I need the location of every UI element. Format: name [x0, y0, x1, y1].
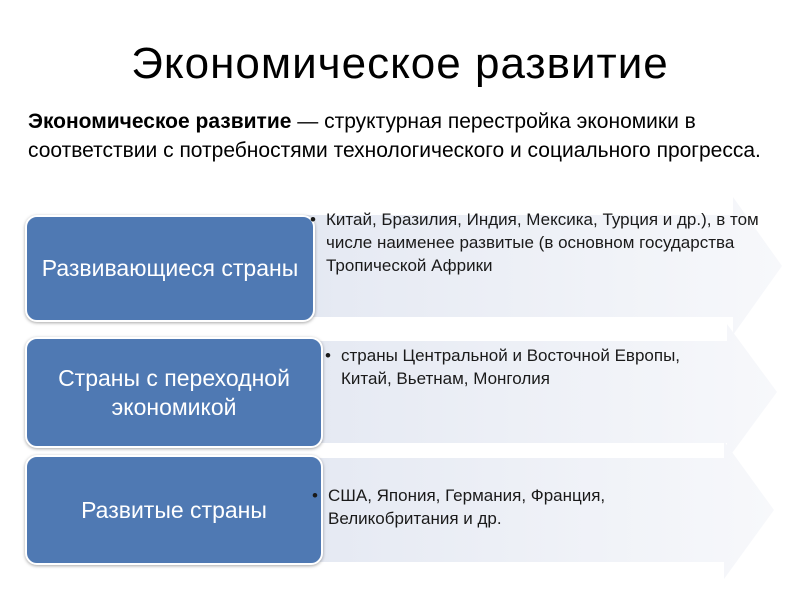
- group-desc-transition: страны Центральной и Восточной Европы, К…: [325, 344, 715, 390]
- group-desc-developing: Китай, Бразилия, Индия, Мексика, Турция …: [310, 208, 785, 277]
- definition-text: Экономическое развитие — структурная пер…: [28, 107, 778, 165]
- list-item: США, Япония, Германия, Франция, Великобр…: [312, 484, 692, 530]
- page-title: Экономическое развитие: [131, 39, 669, 88]
- definition-term: Экономическое развитие: [28, 110, 292, 133]
- group-label-developed: Развитые страны: [25, 455, 323, 565]
- definition-body: — структурная перестройка экономики в со…: [28, 110, 761, 162]
- list-item: Китай, Бразилия, Индия, Мексика, Турция …: [310, 208, 785, 277]
- list-item: страны Центральной и Восточной Европы, К…: [325, 344, 715, 390]
- group-desc-developed: США, Япония, Германия, Франция, Великобр…: [312, 484, 692, 530]
- group-label-transition: Страны с переходной экономикой: [25, 337, 323, 448]
- group-label-developing: Развивающиеся страны: [25, 215, 315, 322]
